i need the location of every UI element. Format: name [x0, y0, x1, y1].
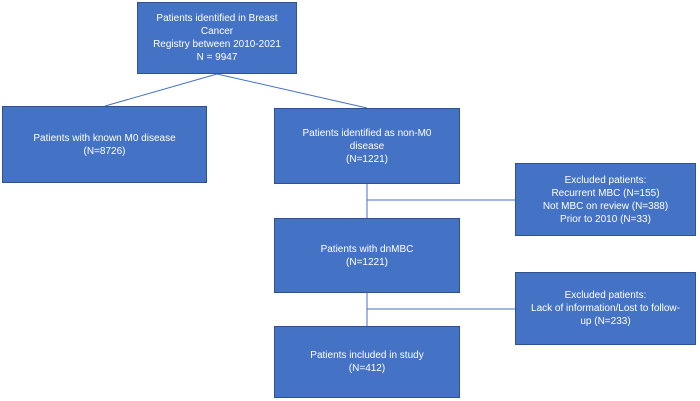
non-m0-box: Patients identified as non-M0 disease (N… — [274, 108, 460, 184]
included-line-1: Patients included in study — [310, 350, 424, 361]
registry-line-3: N = 9947 — [196, 52, 238, 63]
excluded-2-line-1: Excluded patients: — [564, 290, 647, 301]
known-m0-box: Patients with known M0 disease (N=8726) — [2, 106, 207, 183]
excluded-2-line-2: Lack of information/Lost to follow- — [531, 303, 680, 314]
connector-registry-to-known-m0 — [104, 73, 218, 107]
included-line-2: (N=412) — [348, 363, 386, 374]
dnmbc-line-1: Patients with dnMBC — [320, 243, 414, 255]
known-m0-line-2: (N=8726) — [83, 145, 126, 157]
non-m0-line-3: (N=1221) — [346, 153, 388, 165]
registry-line-2: Registry between 2010-2021 — [153, 39, 281, 50]
known-m0-line-1: Patients with known M0 disease — [33, 132, 176, 144]
excluded-box-1: Excluded patients: Recurrent MBC (N=155)… — [515, 163, 696, 236]
non-m0-line-2: disease — [349, 140, 385, 152]
dnmbc-box: Patients with dnMBC (N=1221) — [274, 218, 460, 293]
excluded-2-line-3: up (N=233) — [580, 316, 631, 327]
dnmbc-line-2: (N=1221) — [346, 256, 388, 268]
excluded-1-line-1: Excluded patients: — [564, 174, 647, 186]
included-box: Patients included in study (N=412) — [274, 326, 460, 398]
excluded-box-2: Excluded patients: Lack of information/L… — [515, 272, 696, 345]
non-m0-line-1: Patients identified as non-M0 — [302, 127, 432, 139]
registry-line-1: Patients identified in Breast Cancer — [156, 13, 278, 37]
excluded-1-line-3: Not MBC on review (N=388) — [542, 200, 669, 212]
excluded-1-line-4: Prior to 2010 (N=33) — [560, 213, 651, 225]
registry-box: Patients identified in Breast Cancer Reg… — [137, 2, 297, 74]
excluded-1-line-2: Recurrent MBC (N=155) — [551, 187, 660, 199]
connector-registry-to-non-m0 — [216, 73, 368, 109]
